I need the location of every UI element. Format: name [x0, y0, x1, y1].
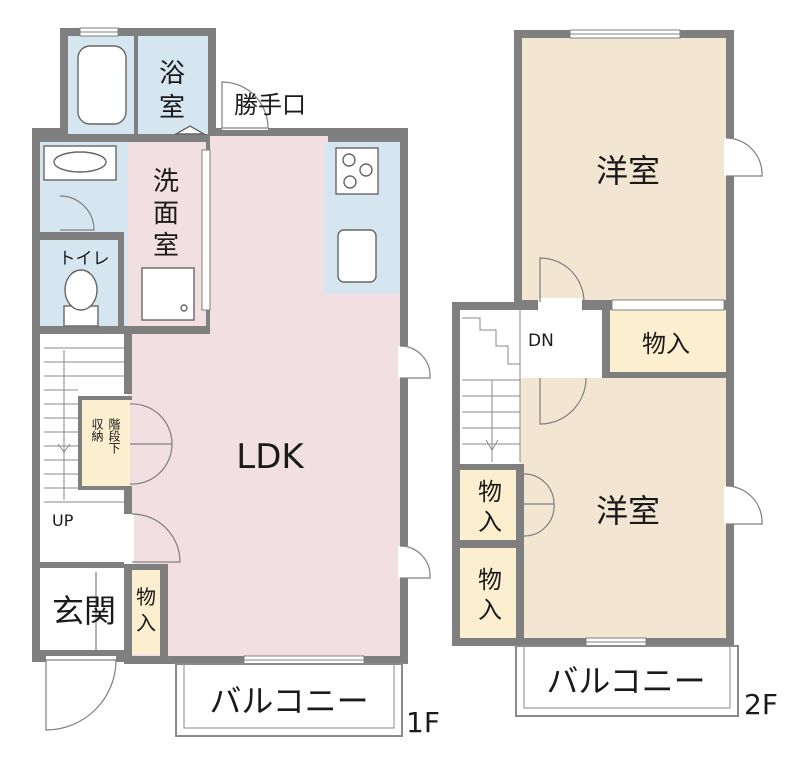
balcony-1f [175, 663, 403, 737]
floor-2-windows [569, 29, 725, 647]
entrance-label: 玄関 [52, 592, 116, 630]
bathroom [138, 36, 208, 134]
storage-left-a-label-2: 入 [478, 508, 502, 536]
entrance-storage-label-1: 物 [136, 585, 156, 609]
bathtub-icon [77, 45, 127, 125]
washroom-label-1: 洗 [153, 167, 179, 197]
bathroom-label-2: 室 [159, 93, 185, 123]
storage-right [610, 310, 726, 372]
storage-left-b [460, 548, 520, 638]
western-room-top [522, 38, 726, 300]
sink-bowl-icon [53, 151, 107, 173]
floor-1-stairs [44, 347, 124, 503]
bathroom-label-1: 浴 [159, 59, 185, 89]
entrance-storage-label-2: 入 [136, 611, 156, 635]
washroom-label-2: 面 [153, 199, 179, 229]
floor-1-doors [45, 81, 431, 731]
floor-2-stairs [462, 310, 521, 462]
toilet-bowl-icon [64, 269, 98, 311]
floor-1-windows [79, 27, 365, 665]
storage-left-b-label-1: 物 [478, 566, 502, 594]
floor-1-fixtures [43, 45, 379, 327]
washing-machine-pan-icon [141, 267, 195, 321]
entrance [40, 568, 126, 656]
ldk-label: LDK [236, 437, 305, 477]
floor-2-doors [523, 137, 763, 537]
western-room-bottom-label: 洋室 [596, 492, 660, 530]
storage-left-a [460, 470, 520, 540]
under-stairs-label-1: 階段下 [107, 417, 121, 454]
floor-2-label: 2F [744, 688, 778, 721]
western-room-bottom [528, 378, 726, 638]
ldk-top-edge [208, 136, 328, 142]
toilet-label: トイレ [59, 249, 110, 269]
storage-left-b-label-2: 入 [478, 596, 502, 624]
under-stairs-label-2: 収納 [90, 418, 104, 442]
floor-1-label: 1F [406, 706, 440, 739]
balcony-1f-label: バルコニー [209, 682, 368, 720]
kitchen-sink-icon [337, 229, 377, 283]
floor-2: 洋室 DN 物入 洋室 物 入 物 入 バルコニー 2F [452, 29, 778, 721]
floor-1: 浴 室 勝手口 洗 面 室 トイレ LDK 階段下 収納 UP 玄関 物 入 バ… [32, 27, 440, 739]
service-entry-label: 勝手口 [234, 91, 306, 119]
dn-mark: DN [528, 331, 554, 351]
under-stairs-storage [82, 400, 130, 486]
up-mark: UP [52, 511, 74, 530]
entrance-storage [128, 568, 162, 654]
washroom-label-3: 室 [153, 231, 179, 261]
storage-right-label: 物入 [642, 330, 690, 358]
balcony-2f-label: バルコニー [546, 662, 705, 700]
storage-left-a-label-1: 物 [478, 478, 502, 506]
western-room-top-label: 洋室 [596, 152, 660, 190]
